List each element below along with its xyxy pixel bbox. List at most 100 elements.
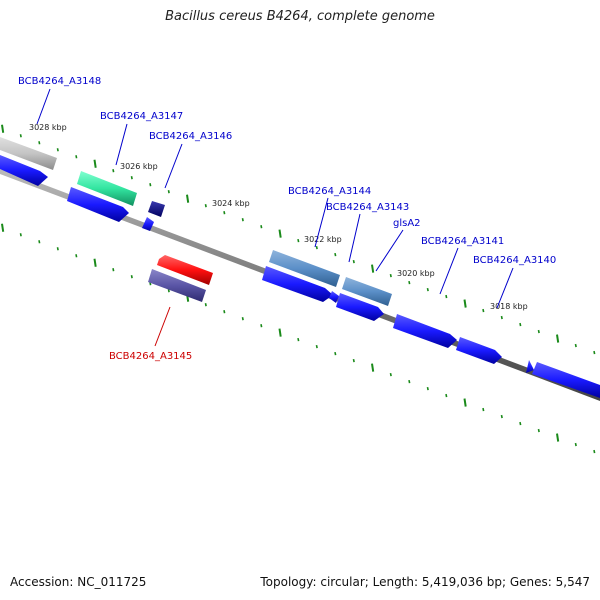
cds-feature[interactable] (532, 362, 600, 398)
gene-a3146-feature[interactable] (148, 201, 165, 217)
minor-tick (593, 449, 596, 454)
minor-tick (112, 169, 115, 173)
gene-label-a3141[interactable]: BCB4264_A3141 (421, 236, 504, 247)
minor-tick (130, 275, 133, 279)
minor-tick (167, 289, 170, 293)
tick-label-3028kbp: 3028 kbp (29, 123, 67, 132)
minor-tick (223, 310, 226, 314)
callout-line-a3148 (36, 88, 51, 125)
minor-tick (56, 247, 59, 251)
major-tick (371, 264, 375, 273)
minor-tick (19, 233, 22, 237)
accession-text: Accession: NC_011725 (10, 575, 147, 589)
minor-tick (519, 421, 522, 426)
gene-a3145-feature[interactable] (157, 255, 213, 285)
tick-label-3020kbp: 3020 kbp (397, 269, 435, 278)
cds-feature[interactable] (456, 337, 502, 364)
minor-tick (482, 308, 485, 313)
tick-label-3024kbp: 3024 kbp (212, 199, 250, 208)
major-tick (1, 124, 5, 133)
major-tick (556, 433, 560, 442)
major-tick (463, 398, 467, 407)
cds-feature[interactable] (142, 217, 154, 231)
callout-line-a3141 (439, 247, 459, 295)
minor-tick (426, 386, 429, 391)
gene-a3145-shadow-feature[interactable] (148, 269, 206, 302)
minor-tick (408, 280, 411, 285)
minor-tick (389, 372, 392, 377)
gene-label-a3148[interactable]: BCB4264_A3148 (18, 76, 101, 87)
minor-tick (334, 252, 337, 257)
minor-tick (519, 322, 522, 327)
minor-tick (297, 337, 300, 342)
major-tick (93, 258, 97, 267)
minor-tick (241, 317, 244, 321)
minor-tick (38, 141, 41, 145)
cds-feature[interactable] (0, 155, 48, 186)
minor-tick (482, 407, 485, 412)
minor-tick (112, 268, 115, 272)
minor-tick (500, 315, 503, 320)
minor-tick (241, 218, 244, 222)
minor-tick (260, 225, 263, 229)
callout-line-a3140 (496, 267, 514, 309)
gene-label-a3146[interactable]: BCB4264_A3146 (149, 131, 232, 142)
minor-tick (334, 351, 337, 356)
major-tick (278, 229, 282, 238)
minor-tick (204, 204, 207, 208)
gene-label-a3144[interactable]: BCB4264_A3144 (288, 186, 371, 197)
minor-tick (537, 428, 540, 433)
cds-feature[interactable] (67, 187, 129, 222)
major-tick (93, 159, 97, 168)
gene-a3143-feature[interactable] (342, 277, 392, 306)
minor-tick (426, 287, 429, 292)
gene-a3148-feature[interactable] (0, 137, 57, 170)
minor-tick (223, 211, 226, 215)
topology-text: Topology: circular; Length: 5,419,036 bp… (260, 575, 590, 589)
callout-line-glsa2 (375, 229, 404, 272)
tick-label-3026kbp: 3026 kbp (120, 162, 158, 171)
major-tick (463, 299, 467, 308)
minor-tick (500, 414, 503, 419)
cds-feature[interactable] (329, 291, 339, 303)
callout-line-a3144 (314, 197, 329, 248)
gene-a3144-feature[interactable] (269, 250, 340, 287)
minor-tick (75, 155, 78, 159)
minor-tick (260, 324, 263, 328)
minor-tick (352, 259, 355, 264)
minor-tick (38, 240, 41, 244)
gene-label-a3140[interactable]: BCB4264_A3140 (473, 255, 556, 266)
minor-tick (574, 343, 577, 348)
cds-feature[interactable] (393, 314, 457, 348)
callout-line-a3147 (115, 123, 128, 166)
map-title: Bacillus cereus B4264, complete genome (165, 9, 435, 24)
minor-tick (56, 148, 59, 152)
major-tick (556, 334, 560, 343)
cds-feature[interactable] (336, 293, 384, 321)
tick-label-3018kbp: 3018 kbp (490, 302, 528, 311)
minor-tick (75, 254, 78, 258)
gene-label-glsa2[interactable]: glsA2 (393, 218, 421, 229)
gene-label-a3145[interactable]: BCB4264_A3145 (109, 351, 192, 362)
cds-feature[interactable] (526, 360, 534, 373)
minor-tick (574, 442, 577, 447)
minor-tick (19, 134, 22, 138)
minor-tick (315, 245, 318, 250)
major-tick (371, 363, 375, 372)
minor-tick (167, 190, 170, 194)
minor-tick (352, 358, 355, 363)
minor-tick (445, 393, 448, 398)
minor-tick (130, 176, 133, 180)
gene-a3147-feature[interactable] (77, 171, 137, 206)
minor-tick (204, 303, 207, 307)
minor-tick (149, 183, 152, 187)
callout-line-a3143 (348, 213, 361, 263)
gene-label-a3143[interactable]: BCB4264_A3143 (326, 202, 409, 213)
cds-feature[interactable] (262, 266, 333, 302)
gene-label-a3147[interactable]: BCB4264_A3147 (100, 111, 183, 122)
major-tick (1, 223, 5, 232)
minor-tick (445, 294, 448, 299)
minor-tick (297, 238, 300, 243)
callout-line-a3146 (164, 143, 183, 189)
